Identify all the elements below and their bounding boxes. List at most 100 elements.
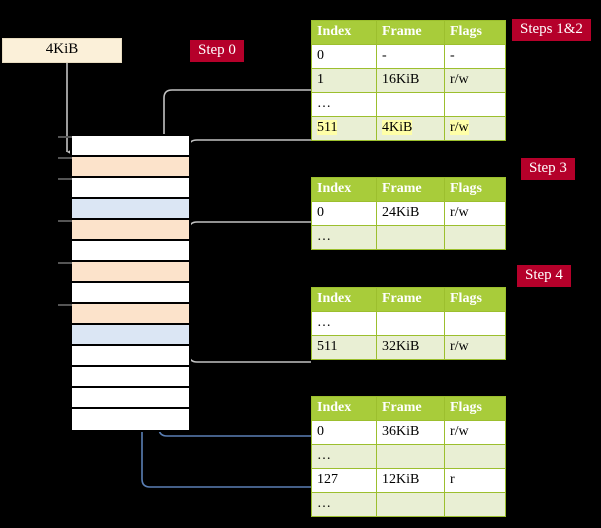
memory-frame-row (72, 199, 189, 220)
cell-index: … (311, 92, 377, 117)
memory-row-tick (58, 136, 72, 138)
table-row: 0-- (311, 44, 506, 69)
cell-flags: - (444, 44, 506, 69)
badge-step-0: Step 0 (190, 40, 244, 62)
source-frame-box: 4KiB (2, 38, 122, 63)
memory-frame-row (72, 241, 189, 262)
table-row: … (311, 444, 506, 469)
cell-frame: 4KiB (376, 116, 445, 141)
cell-frame (376, 311, 445, 336)
cell-index: … (311, 225, 377, 250)
column-header-flags: Flags (444, 177, 506, 202)
column-header-index: Index (311, 396, 377, 421)
column-header-flags: Flags (444, 20, 506, 45)
cell-flags (444, 492, 506, 517)
cell-index: 0 (311, 420, 377, 445)
cell-flags (444, 444, 506, 469)
column-header-index: Index (311, 287, 377, 312)
cell-frame: 36KiB (376, 420, 445, 445)
memory-frame-row (58, 262, 189, 283)
badge-steps-1-2: Steps 1&2 (512, 19, 591, 41)
physical-memory-column (58, 134, 191, 432)
cell-index: … (311, 444, 377, 469)
table-row: … (311, 492, 506, 517)
cell-frame (376, 92, 445, 117)
cell-index: 0 (311, 44, 377, 69)
memory-frame-row (58, 136, 189, 157)
memory-row-tick (58, 157, 72, 159)
memory-row-tick (58, 178, 72, 180)
cell-index: 511 (311, 116, 377, 141)
column-header-index: Index (311, 177, 377, 202)
column-header-flags: Flags (444, 396, 506, 421)
memory-frame-row (58, 178, 189, 199)
badge-label: Step 4 (525, 267, 563, 283)
cell-flags: r/w (444, 420, 506, 445)
cell-frame: 24KiB (376, 201, 445, 226)
memory-row-tick (58, 262, 72, 264)
memory-row-tick (58, 304, 72, 306)
cell-frame (376, 444, 445, 469)
memory-frame-row (72, 325, 189, 346)
cell-frame (376, 225, 445, 250)
table-row: 511 4KiB r/w (311, 116, 506, 141)
table-row: … (311, 311, 506, 336)
memory-frame-row (72, 388, 189, 409)
badge-step-3: Step 3 (521, 158, 575, 180)
badge-step-4: Step 4 (517, 265, 571, 287)
memory-frame-row (58, 157, 189, 178)
memory-row-tick (58, 220, 72, 222)
cell-flags (444, 92, 506, 117)
cell-frame: - (376, 44, 445, 69)
cell-flags (444, 225, 506, 250)
memory-frame-row (72, 367, 189, 388)
cell-index: 511 (311, 335, 377, 360)
cell-frame: 12KiB (376, 468, 445, 493)
cell-flags: r/w (444, 335, 506, 360)
highlighted-value: 511 (317, 120, 338, 135)
column-header-flags: Flags (444, 287, 506, 312)
memory-frame-row (58, 220, 189, 241)
cell-index: … (311, 492, 377, 517)
cell-flags (444, 311, 506, 336)
badge-label: Step 3 (529, 160, 567, 176)
highlighted-value: 4KiB (382, 120, 413, 135)
cell-frame: 16KiB (376, 68, 445, 93)
cell-flags: r/w (444, 68, 506, 93)
memory-frame-row (72, 283, 189, 304)
badge-label: Step 0 (198, 42, 236, 58)
column-header-index: Index (311, 20, 377, 45)
column-header-frame: Frame (376, 177, 445, 202)
source-frame-label: 4KiB (45, 41, 79, 57)
column-header-frame: Frame (376, 396, 445, 421)
cell-index: … (311, 311, 377, 336)
cell-index: 0 (311, 201, 377, 226)
cell-index: 127 (311, 468, 377, 493)
cell-flags: r/w (444, 201, 506, 226)
column-header-frame: Frame (376, 20, 445, 45)
memory-frame-row (72, 409, 189, 430)
cell-frame (376, 492, 445, 517)
badge-label: Steps 1&2 (520, 21, 583, 37)
highlighted-value: r/w (450, 120, 469, 135)
cell-index: 1 (311, 68, 377, 93)
cell-frame: 32KiB (376, 335, 445, 360)
cell-flags: r (444, 468, 506, 493)
column-header-frame: Frame (376, 287, 445, 312)
table-row: … (311, 225, 506, 250)
memory-frame-row (58, 304, 189, 325)
memory-frame-row (72, 346, 189, 367)
